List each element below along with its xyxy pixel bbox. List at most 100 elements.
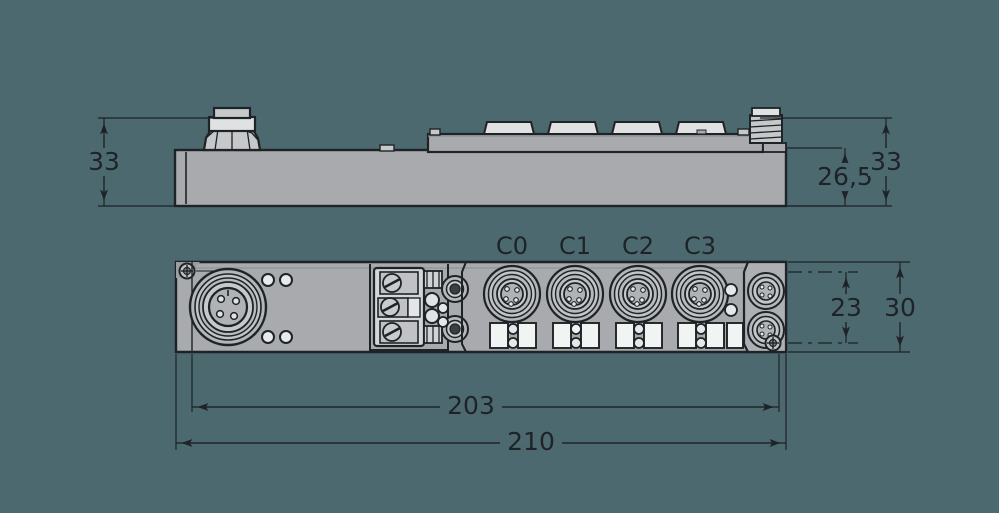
side-m12-gland-left: [202, 106, 262, 152]
side-body-main: [173, 148, 788, 208]
dimension-label-210: 210: [507, 427, 555, 456]
dimension-side-outer-height: 33: [760, 117, 905, 207]
front-io-channel-C0: [482, 264, 542, 349]
side-pad-nub-left: [429, 128, 441, 136]
front-m12-fieldbus-connector: [188, 267, 268, 347]
side-pad-detail: [696, 129, 707, 135]
front-led-group-left: [261, 273, 293, 344]
dimension-overall-height-30: 30: [788, 261, 919, 353]
side-m8-rib-3: [749, 130, 783, 134]
dim-label-bg-33r: [868, 148, 905, 176]
C0-pin-1: [504, 286, 510, 292]
side-gland-facet-1: [214, 128, 219, 151]
side-body-small-bump: [379, 144, 395, 152]
terminal-screw-slot-1: [384, 277, 401, 289]
dimension-label-203: 203: [447, 391, 495, 420]
C1-label-window-right: [580, 322, 600, 349]
C1-pin-4: [576, 297, 582, 303]
side-gland-facet-3: [246, 128, 251, 151]
port-label-C0: C0: [496, 232, 528, 260]
dimension-label-30: 30: [884, 293, 916, 322]
side-connector-pad-1: [546, 121, 600, 135]
dimension-label-33-right: 33: [870, 147, 902, 176]
port-label-C1: C1: [559, 232, 591, 260]
C2-pin-4: [639, 297, 645, 303]
C2-pin-3: [629, 296, 635, 302]
dim-label-bg-203: [440, 392, 502, 420]
C2-led-2: [633, 337, 645, 349]
right-m8-bot-pin1: [759, 323, 765, 329]
m12-pin-3: [215, 309, 225, 319]
C3-pin-2: [702, 287, 708, 293]
C3-pin-5: [696, 301, 702, 307]
dim-label-bg-23: [828, 294, 865, 322]
C1-pin-3: [566, 296, 572, 302]
right-m8-top-pin2: [767, 285, 773, 291]
side-m8-cap: [751, 107, 781, 117]
front-io-channel-C3: [670, 264, 744, 349]
C3-label-window-mid: [705, 322, 725, 349]
terminal-screw-slot-2: [382, 301, 399, 313]
mid-led-1: [437, 302, 449, 314]
C0-led-2: [507, 337, 519, 349]
front-screw-terminal-block: [369, 264, 449, 351]
C1-label-window-left: [552, 322, 572, 349]
right-m8-bot-pin2: [767, 324, 773, 330]
mid-led-2: [437, 316, 449, 328]
mid-port-top-bore: [449, 283, 461, 295]
C0-pin-3: [503, 296, 509, 302]
C3-pin-1: [692, 286, 698, 292]
C1-led-2: [570, 337, 582, 349]
C3-led-2: [695, 337, 707, 349]
side-elevation-view: 33 26,5 33: [86, 106, 905, 208]
C1-pin-5: [571, 301, 577, 307]
front-face-view: C0 C1 C2 C3: [174, 232, 788, 354]
side-connector-pad-2: [610, 121, 664, 135]
mid-port-bot-bore: [449, 323, 461, 335]
m12-pin-2: [231, 296, 241, 306]
C3-led-1: [695, 323, 707, 335]
side-connector-pad-3: [674, 121, 728, 135]
dim-label-bg-left: [86, 148, 123, 176]
dimension-overall-width-210: 210: [175, 354, 787, 456]
front-mounting-screw-tl: [178, 262, 196, 280]
C2-label-window-right: [643, 322, 663, 349]
C2-led-1: [633, 323, 645, 335]
C0-pin-5: [508, 301, 514, 307]
front-mounting-screw-br: [764, 334, 782, 352]
dimension-inner-height-23: 23: [788, 271, 865, 344]
C0-label-window-left: [489, 322, 509, 349]
side-right-step: [762, 142, 787, 153]
dimension-inner-width-203: 203: [191, 354, 780, 420]
side-m8-connector-right: [749, 107, 783, 144]
C0-pin-4: [513, 297, 519, 303]
C1-pin-1: [567, 286, 573, 292]
right-m8-top-insert: [756, 281, 776, 301]
dim-label-bg-30: [882, 294, 919, 322]
front-io-channel-C1: [545, 264, 605, 349]
side-upper-carrier: [426, 132, 765, 154]
front-section-divider: [461, 261, 467, 353]
C2-pin-5: [634, 301, 640, 307]
right-m8-bot-pin3: [759, 331, 765, 337]
front-io-channel-C2: [608, 264, 668, 349]
C0-label-window-right: [517, 322, 537, 349]
C0-pin-2: [514, 287, 520, 293]
C3-pin-4: [701, 297, 707, 303]
terminal-cell-2b: [407, 297, 421, 318]
C1-led-1: [570, 323, 582, 335]
C3-pin-3: [691, 296, 697, 302]
terminal-contact-1: [424, 292, 440, 308]
front-right-subplate: [742, 260, 788, 354]
C3-status-led-2: [724, 303, 738, 317]
dimension-side-inner-height: 26,5: [786, 147, 874, 207]
dimension-label-33-left: 33: [88, 147, 120, 176]
right-m8-top-pin1: [759, 284, 765, 290]
side-connector-pad-0: [482, 121, 536, 135]
side-m8-rib-4: [749, 136, 783, 140]
dimension-label-26-5: 26,5: [817, 162, 873, 191]
led-hole-4: [279, 330, 293, 344]
